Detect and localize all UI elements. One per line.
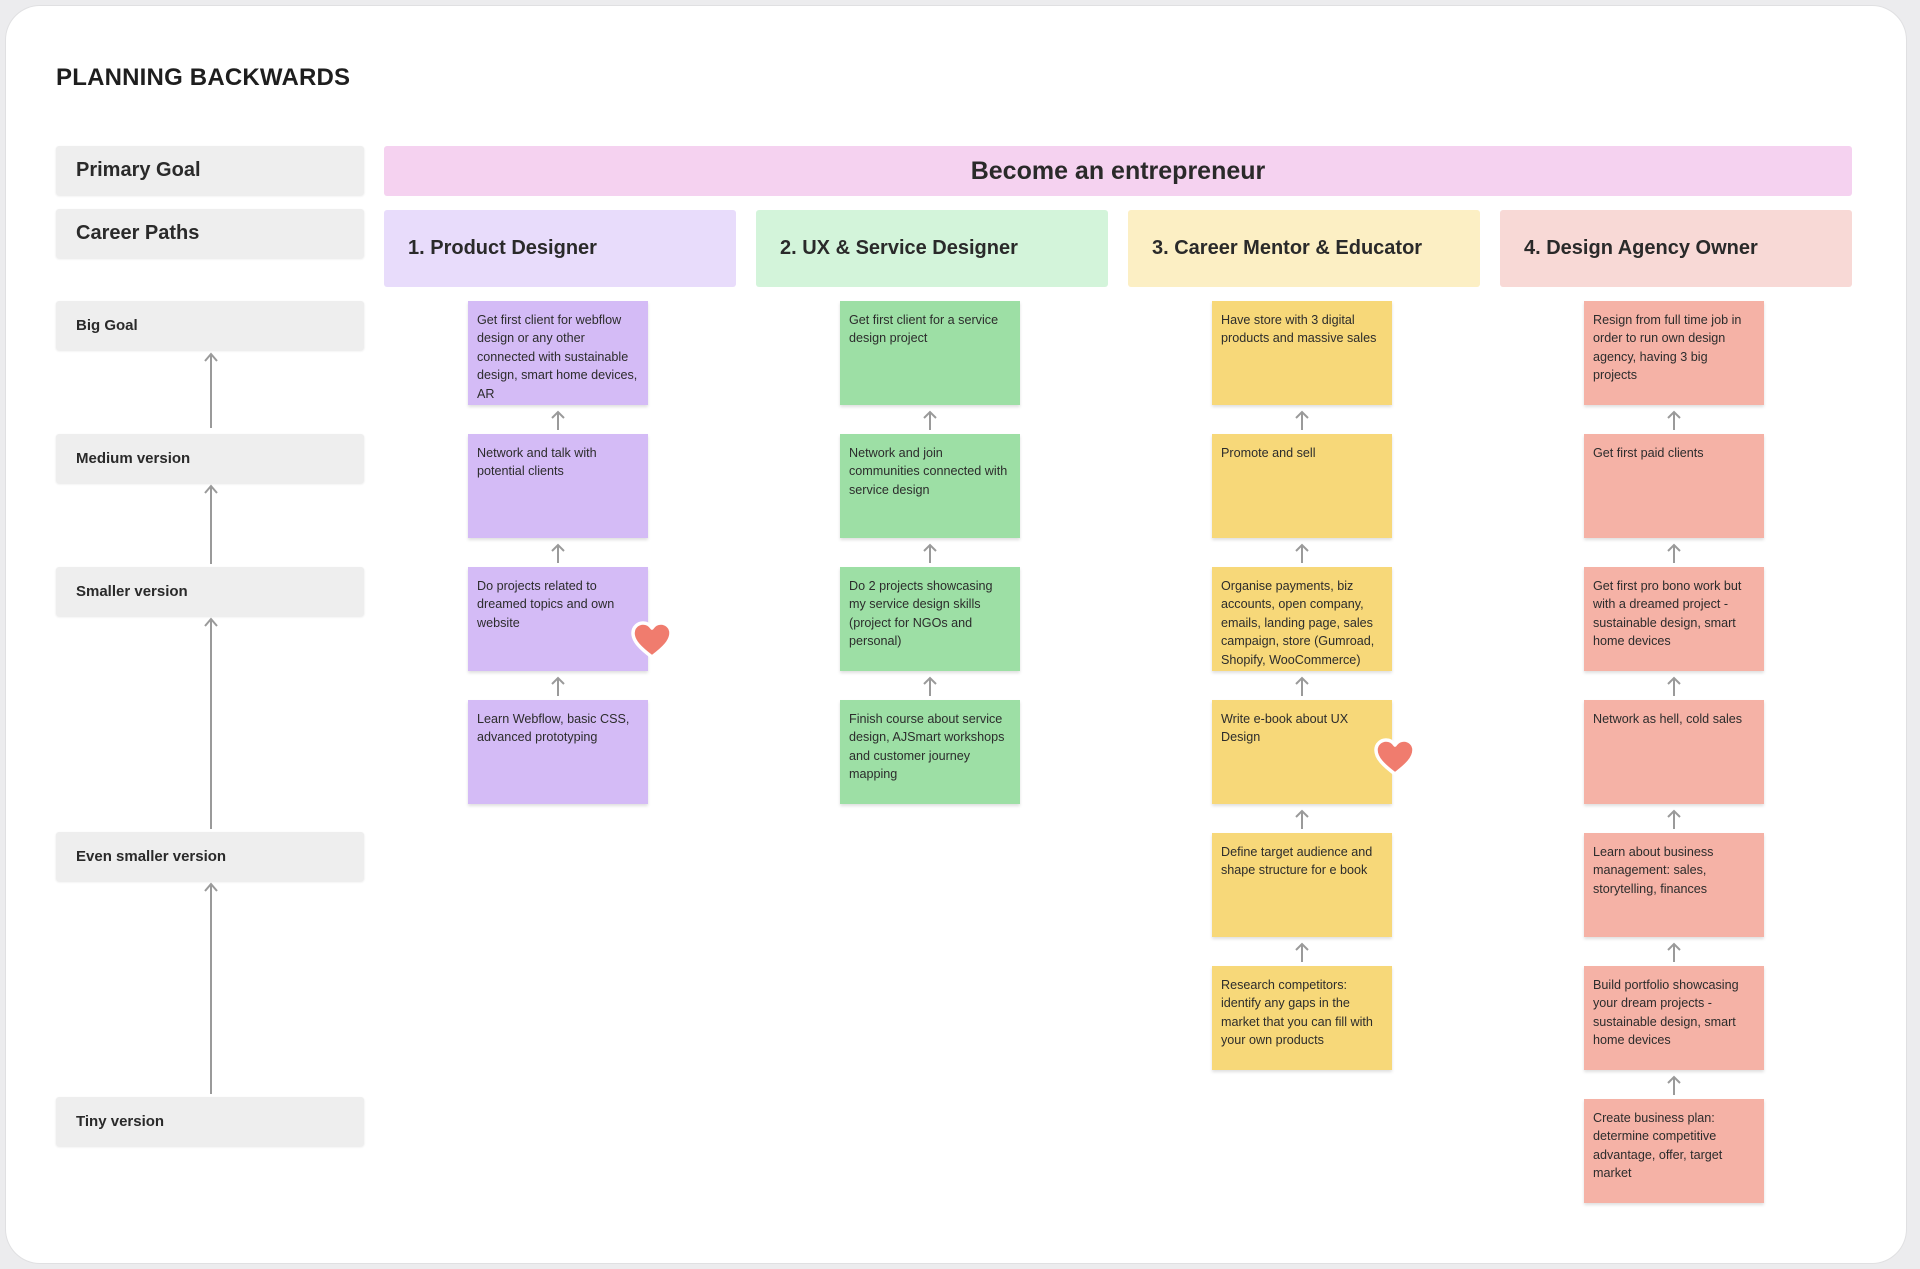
arrow-up-icon [1295, 942, 1309, 962]
arrow-up-icon [551, 543, 565, 563]
sticky-note[interactable]: Learn about business management: sales, … [1584, 833, 1764, 937]
row-label-smaller-version: Smaller version [56, 567, 364, 616]
career-path-header-ux-service-designer: 2. UX & Service Designer [756, 210, 1108, 287]
primary-goal-banner: Become an entrepreneur [384, 146, 1852, 196]
planning-board: PLANNING BACKWARDS Primary Goal Career P… [6, 6, 1906, 1263]
row-label-even-smaller-version: Even smaller version [56, 832, 364, 881]
arrow-up-icon [1667, 1075, 1681, 1095]
sticky-note[interactable]: Network and talk with potential clients [468, 434, 648, 538]
arrow-up-icon [923, 410, 937, 430]
arrow-up-icon [1667, 809, 1681, 829]
row-label-primary-goal: Primary Goal [56, 146, 364, 195]
arrow-up-icon [1295, 543, 1309, 563]
row-label-tiny-version: Tiny version [56, 1097, 364, 1146]
sticky-note[interactable]: Promote and sell [1212, 434, 1392, 538]
sticky-note[interactable]: Organise payments, biz accounts, open co… [1212, 567, 1392, 671]
sticky-note[interactable]: Do projects related to dreamed topics an… [468, 567, 648, 671]
arrow-up-icon [1667, 676, 1681, 696]
sticky-note[interactable]: Define target audience and shape structu… [1212, 833, 1392, 937]
arrow-up-icon [204, 617, 218, 829]
arrow-up-icon [923, 676, 937, 696]
arrow-up-icon [551, 410, 565, 430]
arrow-up-icon [204, 882, 218, 1094]
arrow-up-icon [204, 352, 218, 428]
sticky-note[interactable]: Network as hell, cold sales [1584, 700, 1764, 804]
sticky-note[interactable]: Finish course about service design, AJSm… [840, 700, 1020, 804]
sticky-note[interactable]: Get first pro bono work but with a dream… [1584, 567, 1764, 671]
arrow-up-icon [1295, 676, 1309, 696]
arrow-up-icon [551, 676, 565, 696]
arrow-up-icon [1667, 942, 1681, 962]
sticky-note[interactable]: Get first client for a service design pr… [840, 301, 1020, 405]
row-label-big-goal: Big Goal [56, 301, 364, 350]
page-title: PLANNING BACKWARDS [56, 64, 351, 91]
sticky-note[interactable]: Create business plan: determine competit… [1584, 1099, 1764, 1203]
row-label-career-paths: Career Paths [56, 209, 364, 258]
arrow-up-icon [204, 484, 218, 564]
sticky-note[interactable]: Do 2 projects showcasing my service desi… [840, 567, 1020, 671]
sticky-note[interactable]: Have store with 3 digital products and m… [1212, 301, 1392, 405]
heart-icon[interactable] [1373, 737, 1417, 777]
heart-icon[interactable] [630, 620, 674, 660]
arrow-up-icon [1295, 410, 1309, 430]
career-path-header-career-mentor: 3. Career Mentor & Educator [1128, 210, 1480, 287]
sticky-note[interactable]: Resign from full time job in order to ru… [1584, 301, 1764, 405]
arrow-up-icon [1667, 410, 1681, 430]
sticky-note[interactable]: Research competitors: identify any gaps … [1212, 966, 1392, 1070]
arrow-up-icon [1295, 809, 1309, 829]
row-label-medium-version: Medium version [56, 434, 364, 483]
sticky-note[interactable]: Learn Webflow, basic CSS, advanced proto… [468, 700, 648, 804]
sticky-note[interactable]: Get first paid clients [1584, 434, 1764, 538]
sticky-note[interactable]: Build portfolio showcasing your dream pr… [1584, 966, 1764, 1070]
sticky-note[interactable]: Get first client for webflow design or a… [468, 301, 648, 405]
arrow-up-icon [1667, 543, 1681, 563]
sticky-note[interactable]: Network and join communities connected w… [840, 434, 1020, 538]
career-path-header-design-agency: 4. Design Agency Owner [1500, 210, 1852, 287]
career-path-header-product-designer: 1. Product Designer [384, 210, 736, 287]
arrow-up-icon [923, 543, 937, 563]
sticky-note[interactable]: Write e-book about UX Design [1212, 700, 1392, 804]
